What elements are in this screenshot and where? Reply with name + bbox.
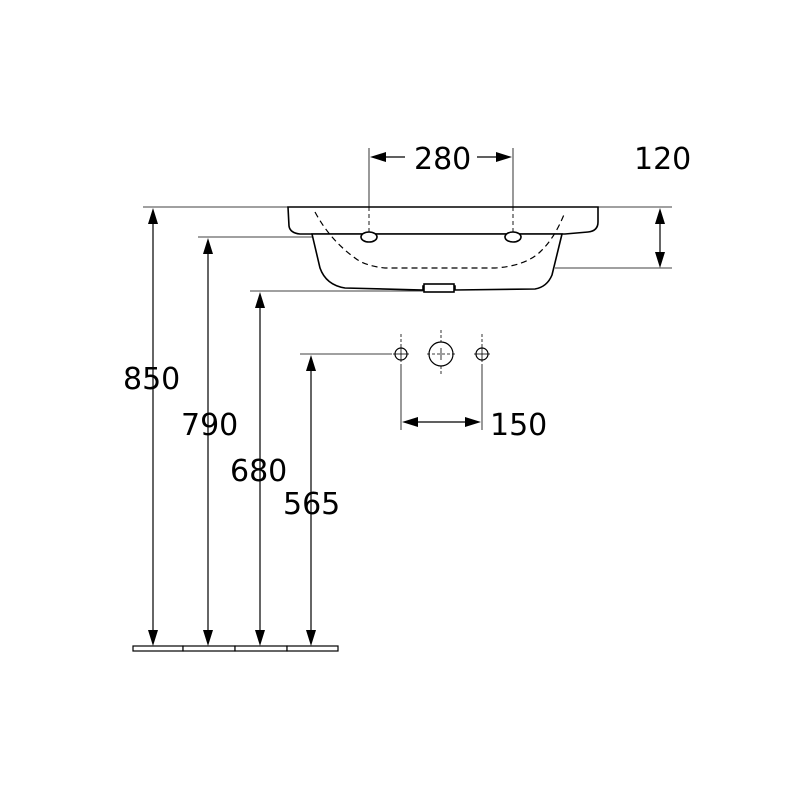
basin-bowl <box>310 233 564 291</box>
dimension-280 <box>370 152 512 162</box>
dimension-150 <box>402 417 481 427</box>
label-790: 790 <box>181 408 238 443</box>
wall-connections <box>393 330 490 376</box>
label-280: 280 <box>414 142 471 177</box>
label-565: 565 <box>283 487 340 522</box>
extension-lines <box>143 148 672 430</box>
waste-connection <box>427 330 455 376</box>
label-850: 850 <box>123 362 180 397</box>
basin-rim <box>287 206 599 235</box>
dimension-850 <box>148 208 158 646</box>
right-tap-hole <box>504 231 522 243</box>
basin-profile <box>287 206 599 293</box>
dimension-790 <box>203 238 213 646</box>
label-680: 680 <box>230 454 287 489</box>
inner-bowl-hidden-line <box>314 211 566 269</box>
label-150: 150 <box>490 408 547 443</box>
left-tap-hole <box>360 231 378 243</box>
left-supply-connection <box>393 334 409 362</box>
dimension-680 <box>255 292 265 646</box>
floor-line <box>132 645 339 652</box>
waste-outlet <box>423 283 455 293</box>
right-supply-connection <box>474 334 490 362</box>
dimension-565 <box>306 355 316 646</box>
label-120: 120 <box>634 142 691 177</box>
dimension-120 <box>655 208 665 268</box>
